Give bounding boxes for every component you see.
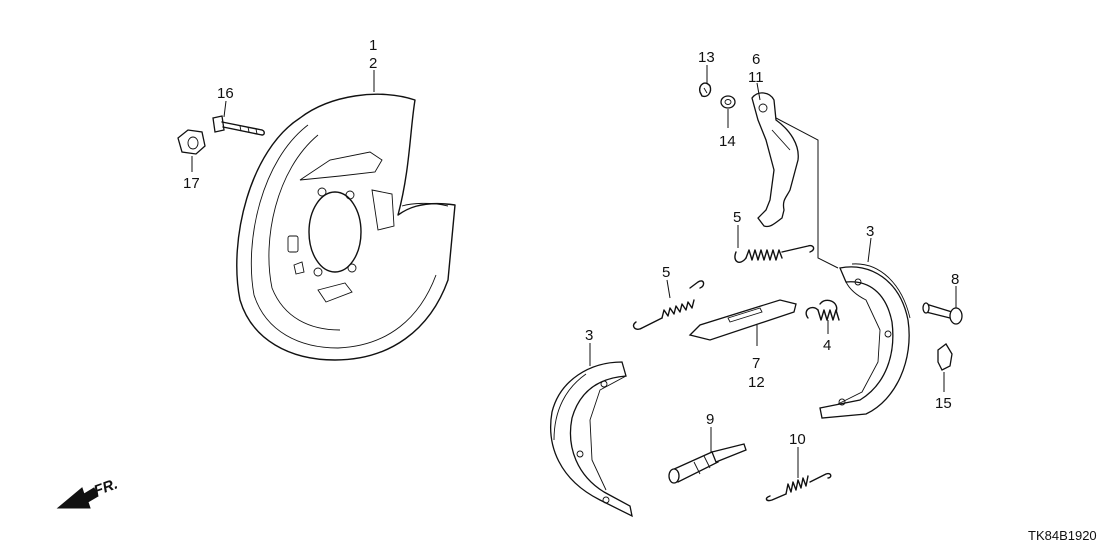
front-direction-arrow (56, 487, 99, 509)
adjuster-9 (668, 443, 747, 484)
pin-8 (922, 302, 963, 325)
clip-13 (698, 82, 712, 98)
callout-13: 13 (698, 49, 715, 66)
callout-5-left: 5 (662, 264, 670, 281)
callout-14: 14 (719, 133, 736, 150)
backing-plate (236, 93, 456, 361)
leader-lines (191, 65, 957, 478)
callout-12: 12 (748, 374, 765, 391)
callout-16: 16 (217, 85, 234, 102)
callout-17: 17 (183, 175, 200, 192)
parking-lever (751, 92, 799, 228)
callout-7: 7 (752, 355, 760, 372)
callout-11: 11 (748, 69, 764, 86)
return-spring-upper (734, 244, 815, 263)
callout-2: 2 (369, 55, 377, 72)
lower-spring-10 (765, 472, 832, 502)
adjuster-strut (688, 299, 797, 341)
brake-shoe-right (819, 263, 911, 419)
washer-14 (720, 95, 736, 109)
callout-3-left: 3 (585, 327, 593, 344)
callout-labels: 1 2 16 17 13 14 6 11 5 5 3 8 4 7 12 15 3… (183, 37, 959, 448)
diagram-code: TK84B1920 (1028, 528, 1097, 543)
brake-shoe-left (550, 361, 633, 518)
callout-3-right: 3 (866, 223, 874, 240)
callout-6: 6 (752, 51, 760, 68)
bolt-16 (212, 115, 265, 136)
callout-1: 1 (369, 37, 377, 54)
return-spring-left (632, 280, 705, 331)
callout-8: 8 (951, 271, 959, 288)
callout-10: 10 (789, 431, 806, 448)
fr-label: FR. (92, 476, 121, 500)
callout-4: 4 (823, 337, 831, 354)
callout-5-upper: 5 (733, 209, 741, 226)
retainer-15 (937, 343, 953, 371)
spring-4 (805, 299, 840, 321)
callout-9: 9 (706, 411, 714, 428)
nut-17 (177, 129, 206, 155)
callout-15: 15 (935, 395, 952, 412)
